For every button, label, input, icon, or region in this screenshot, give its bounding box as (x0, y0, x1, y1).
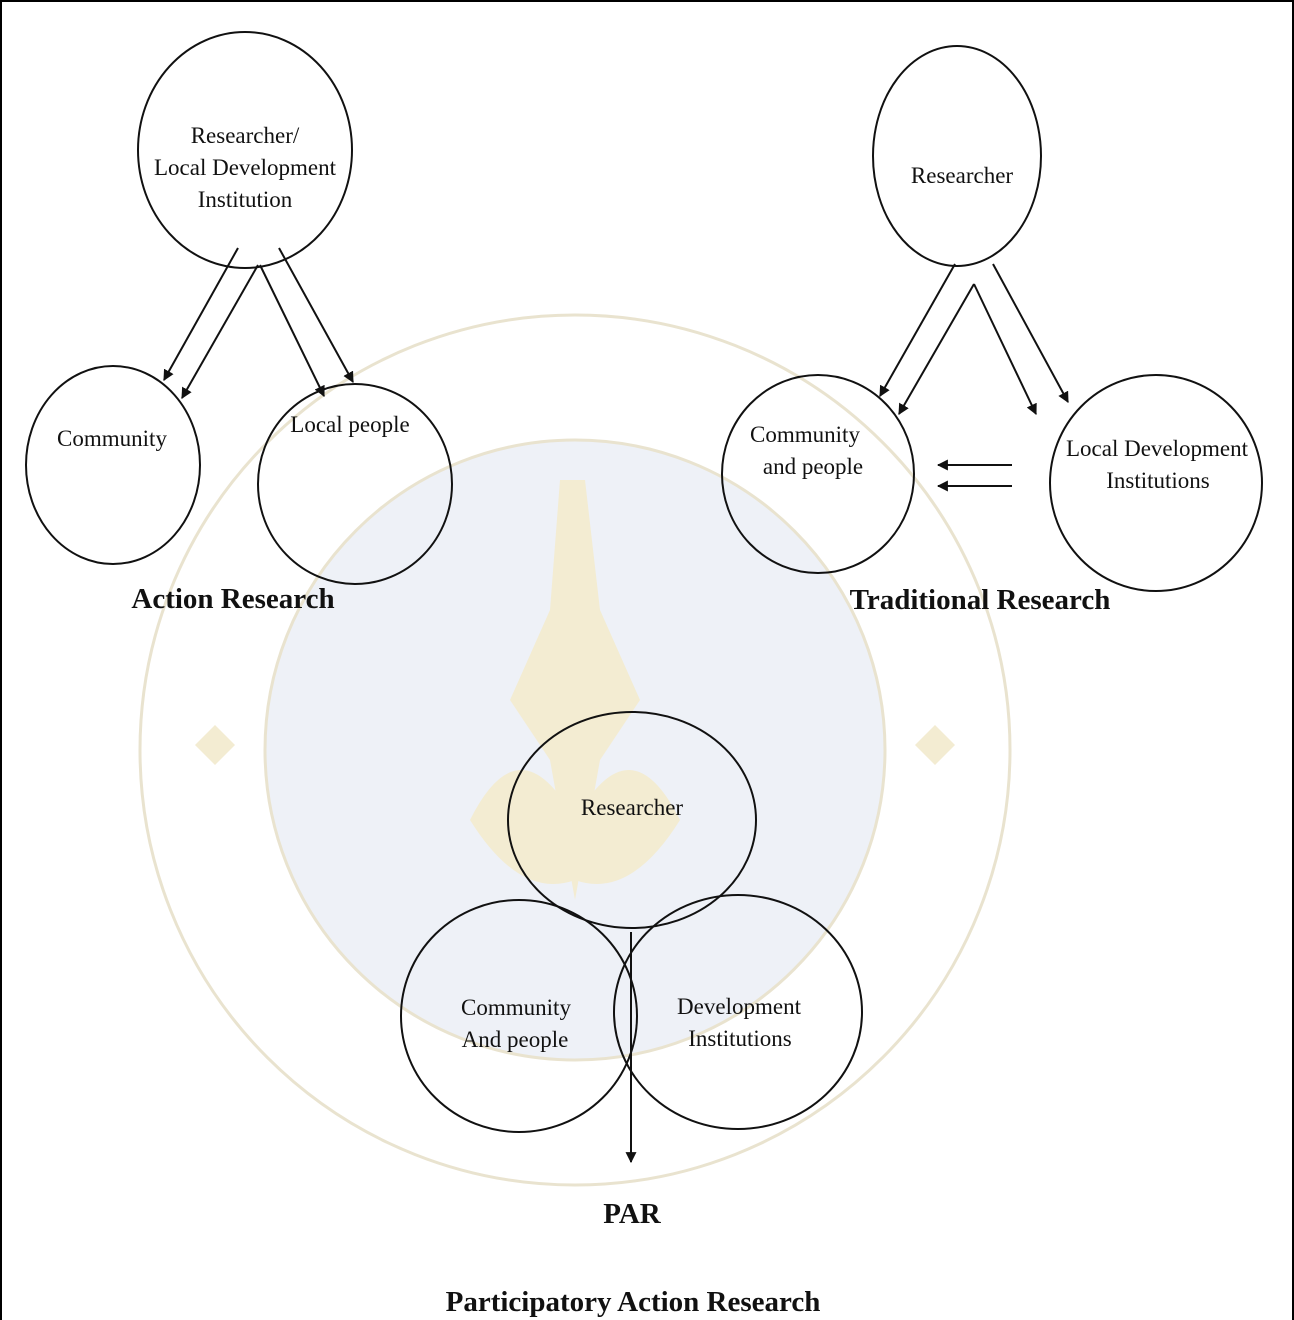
par-researcher-circle (507, 711, 757, 929)
traditional-arrow-to-institutions-1 (973, 283, 1037, 415)
traditional-community-label-1: Community (750, 422, 860, 447)
action-research-diagram: Researcher/ Local Development Institutio… (25, 31, 453, 615)
traditional-community-node (721, 374, 915, 574)
action-researcher-node (137, 31, 353, 269)
par-researcher-label: Researcher (581, 795, 683, 820)
traditional-arrow-to-community-1 (879, 263, 956, 397)
par-community-circle (400, 899, 638, 1133)
action-arrow-to-community-1 (163, 247, 239, 381)
watermark-seal (138, 313, 1012, 1187)
action-community-label: Community (57, 426, 167, 451)
action-local-people-label: Local people (290, 412, 409, 437)
action-arrow-to-community-2 (181, 264, 259, 399)
traditional-institutions-label-1: Local Development (1066, 436, 1249, 461)
par-institutions-circle (613, 894, 863, 1130)
traditional-researcher-node (872, 45, 1042, 267)
traditional-institutions-label-2: Institutions (1106, 468, 1210, 493)
action-researcher-label-2: Local Development (154, 155, 337, 180)
action-researcher-label-1: Researcher/ (191, 123, 300, 148)
par-institutions-label-1: Development (677, 994, 802, 1019)
traditional-institutions-node (1049, 374, 1263, 592)
par-short-title: PAR (603, 1198, 662, 1230)
action-local-people-node (257, 383, 453, 585)
action-arrow-to-people-1 (259, 264, 325, 397)
traditional-arrow-to-community-2 (898, 283, 975, 415)
par-full-title: Participatory Action Research (446, 1286, 821, 1318)
par-institutions-label-2: Institutions (688, 1026, 792, 1051)
action-community-node (25, 365, 201, 565)
action-research-title: Action Research (131, 583, 334, 615)
action-arrow-to-people-2 (278, 247, 354, 383)
traditional-researcher-label: Researcher (911, 163, 1013, 188)
par-community-label-1: Community (461, 995, 571, 1020)
par-community-label-2: And people (462, 1027, 569, 1052)
traditional-research-title: Traditional Research (850, 584, 1111, 616)
action-researcher-label-3: Institution (198, 187, 293, 212)
traditional-research-diagram: Researcher Community and people Local De… (721, 45, 1263, 616)
traditional-arrow-to-institutions-2 (992, 263, 1069, 403)
traditional-community-label-2: and people (763, 454, 863, 479)
par-diagram: Researcher Community And people Developm… (400, 711, 863, 1318)
